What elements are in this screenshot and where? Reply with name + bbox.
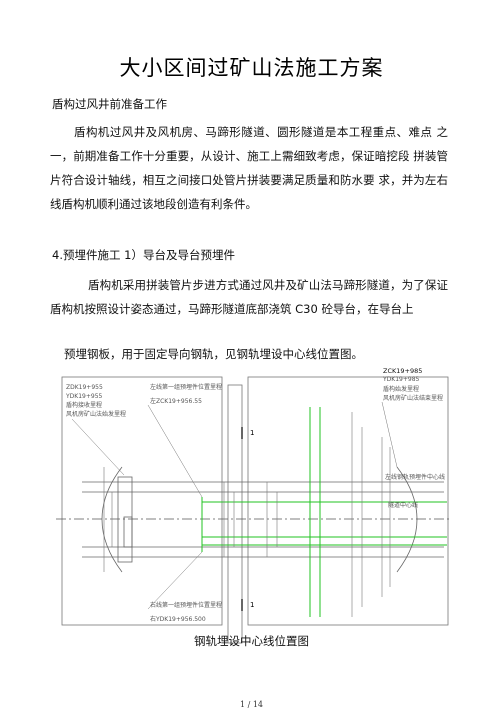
paragraph-2: 盾构机采用拼装管片步进方式通过风井及矿山法马蹄形隧道，为了保证盾构机按照设计姿态… [50, 278, 448, 316]
svg-text:左线第一组预埋件位置里程: 左线第一组预埋件位置里程 [150, 383, 222, 391]
svg-text:隧道中心线: 隧道中心线 [388, 501, 418, 509]
subheading: 盾构过风井前准备工作 [52, 97, 167, 111]
svg-text:右YDK19+956.500: 右YDK19+956.500 [150, 615, 206, 623]
top-notes: 左线第一组预埋件位置里程 左ZCK19+956.55 [150, 383, 222, 405]
rail-centerline-drawing: ZCK19+985 [56, 367, 450, 644]
svg-text:YDK19+985: YDK19+985 [382, 376, 420, 383]
right-notes: YDK19+985 盾构始发里程 风机房矿山法结束里程 左线钢轨预埋件中心线 隧… [382, 376, 445, 509]
tunnel-outline [82, 466, 444, 573]
page-number: 1 / 14 [239, 700, 264, 709]
svg-text:风机房矿山法始发里程: 风机房矿山法始发里程 [66, 410, 126, 418]
svg-text:风机房矿山法结束里程: 风机房矿山法结束里程 [383, 394, 443, 402]
svg-text:左ZCK19+956.55: 左ZCK19+956.55 [150, 397, 202, 405]
svg-text:右线第一组预埋件位置里程: 右线第一组预埋件位置里程 [150, 601, 222, 609]
section-heading: 4.预埋件施工 1）导台及导台预埋件 [52, 248, 235, 262]
paragraph-3: 预埋钢板，用于固定导向钢轨，见钢轨埋设中心线位置图。 [64, 347, 363, 361]
svg-text:盾构接收里程: 盾构接收里程 [66, 401, 102, 409]
chainage-label-top-right: ZCK19+985 [383, 367, 422, 375]
left-shaft-frame [61, 376, 449, 644]
page-title: 大小区间过矿山法施工方案 [119, 56, 384, 80]
rail-guide-lines [201, 407, 447, 617]
leader-lines [71, 401, 398, 610]
section-mark-bottom: 1 [250, 601, 254, 609]
svg-text:左线钢轨预埋件中心线: 左线钢轨预埋件中心线 [385, 473, 445, 481]
section-mark-top: 1 [250, 429, 254, 437]
bottom-notes: 右线第一组预埋件位置里程 右YDK19+956.500 [150, 601, 222, 623]
figure-caption: 钢轨埋设中心线位置图 [194, 634, 309, 648]
left-notes: ZDK19+955 YDK19+955 盾构接收里程 风机房矿山法始发里程 [65, 384, 126, 418]
svg-text:盾构始发里程: 盾构始发里程 [383, 385, 419, 393]
paragraph-1: 盾构机过风井及风机房、马蹄形隧道、圆形隧道是本工程重点、难点 之一，前期准备工作… [50, 125, 448, 211]
svg-text:ZDK19+955: ZDK19+955 [66, 384, 103, 391]
dimension-lines [103, 412, 391, 617]
svg-text:YDK19+955: YDK19+955 [65, 393, 103, 400]
